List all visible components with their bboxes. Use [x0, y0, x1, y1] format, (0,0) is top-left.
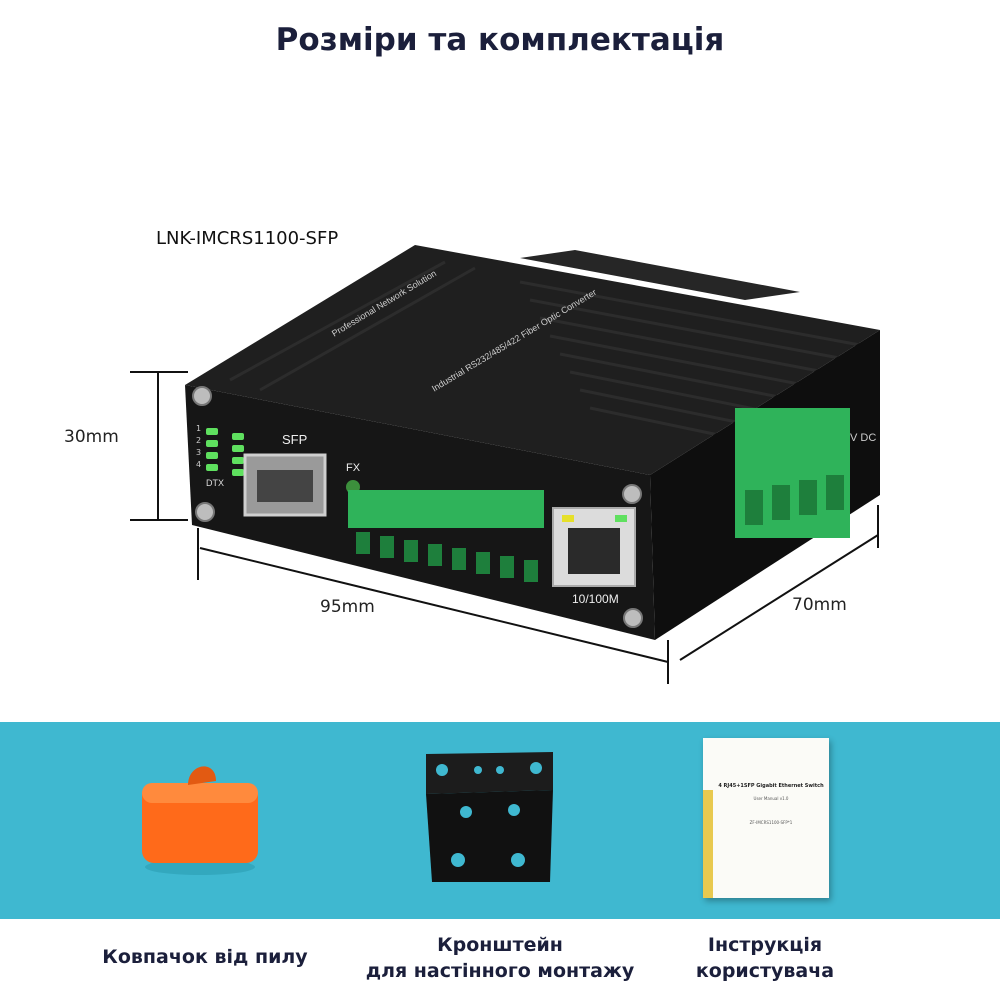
led-number-1: 1	[196, 424, 202, 433]
depth-dimension: 70mm	[792, 595, 847, 615]
terminal-block-front	[348, 490, 544, 528]
dtx-label: DTX	[206, 478, 224, 488]
housing-top	[185, 245, 880, 475]
width-dimension: 95mm	[320, 597, 375, 617]
led-number-3: 3	[196, 448, 202, 457]
manual-heading: 4 RJ45+1SFP Gigabit Ethernet Switch	[718, 783, 824, 789]
wall-bracket-caption: Кронштейн для настінного монтажу	[365, 934, 635, 982]
sfp-label: SFP	[282, 432, 308, 447]
dust-cap-caption: Ковпачок від пилу	[102, 946, 308, 968]
user-manual-caption: Інструкція користувача	[695, 934, 835, 982]
dust-cap-image	[142, 766, 258, 875]
dimension-lines	[130, 371, 879, 684]
rj45-speed-label: 10/100M	[572, 592, 619, 606]
led-number-2: 2	[196, 436, 202, 445]
manual-model: ZF-IMCRS1100-SFP*1	[749, 820, 793, 825]
height-dimension: 30mm	[64, 427, 119, 447]
screw-icon	[195, 502, 215, 522]
vdc-label: V DC	[850, 432, 877, 444]
user-manual-image: 4 RJ45+1SFP Gigabit Ethernet Switch User…	[703, 738, 829, 898]
product-illustration	[130, 245, 880, 684]
manual-subheading: User Manual v1.0	[753, 796, 789, 801]
screw-icon	[622, 484, 642, 504]
din-clip	[520, 250, 800, 300]
screw-icon	[623, 608, 643, 628]
status-leds	[206, 428, 244, 476]
led-number-4: 4	[196, 460, 202, 469]
wall-bracket-image	[426, 752, 553, 882]
page-title: Розміри та комплектація	[275, 22, 725, 58]
fx-label: FX	[346, 462, 361, 474]
product-model-label: LNK-IMCRS1100-SFP	[156, 228, 339, 249]
screw-icon	[192, 386, 212, 406]
